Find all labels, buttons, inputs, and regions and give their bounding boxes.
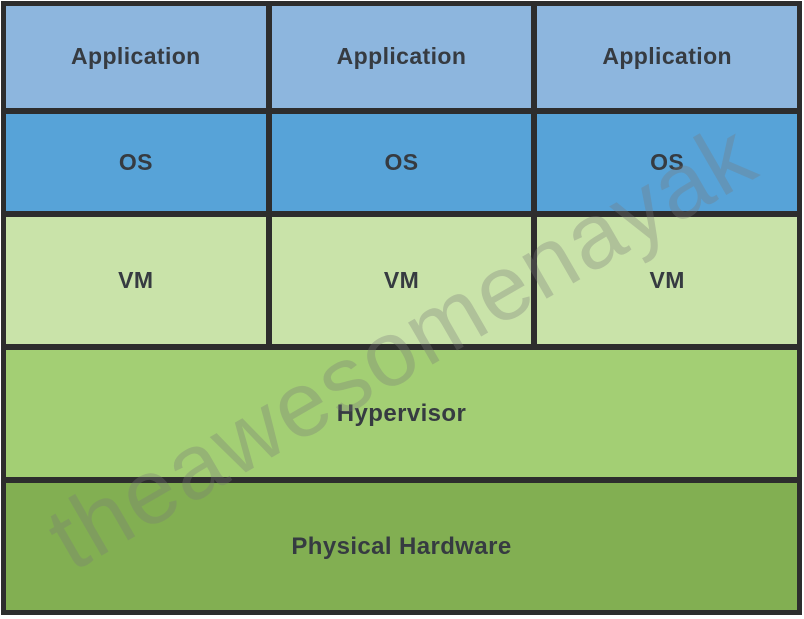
application-label: Application <box>71 43 201 70</box>
vm-label: VM <box>118 266 154 293</box>
hypervisor-label: Hypervisor <box>336 399 467 427</box>
application-label: Application <box>336 43 467 70</box>
application-label: Application <box>602 43 732 70</box>
os-label: OS <box>384 148 419 175</box>
physical-hardware-label: Physical Hardware <box>291 532 512 560</box>
physical-hardware-cell: Physical Hardware <box>6 483 797 610</box>
os-label: OS <box>650 148 685 175</box>
vm-cell-2: VM <box>271 217 532 344</box>
application-cell-1: Application <box>6 6 266 108</box>
application-cell-2: Application <box>271 6 532 108</box>
os-cell-3: OS <box>537 113 797 212</box>
hypervisor-cell: Hypervisor <box>6 349 797 478</box>
vm-cell-3: VM <box>537 217 797 344</box>
application-cell-3: Application <box>537 6 797 108</box>
os-label: OS <box>118 148 153 175</box>
vm-label: VM <box>649 266 685 293</box>
os-cell-2: OS <box>271 113 532 212</box>
vm-cell-1: VM <box>6 217 266 344</box>
vm-label: VM <box>383 266 420 293</box>
os-cell-1: OS <box>6 113 266 212</box>
